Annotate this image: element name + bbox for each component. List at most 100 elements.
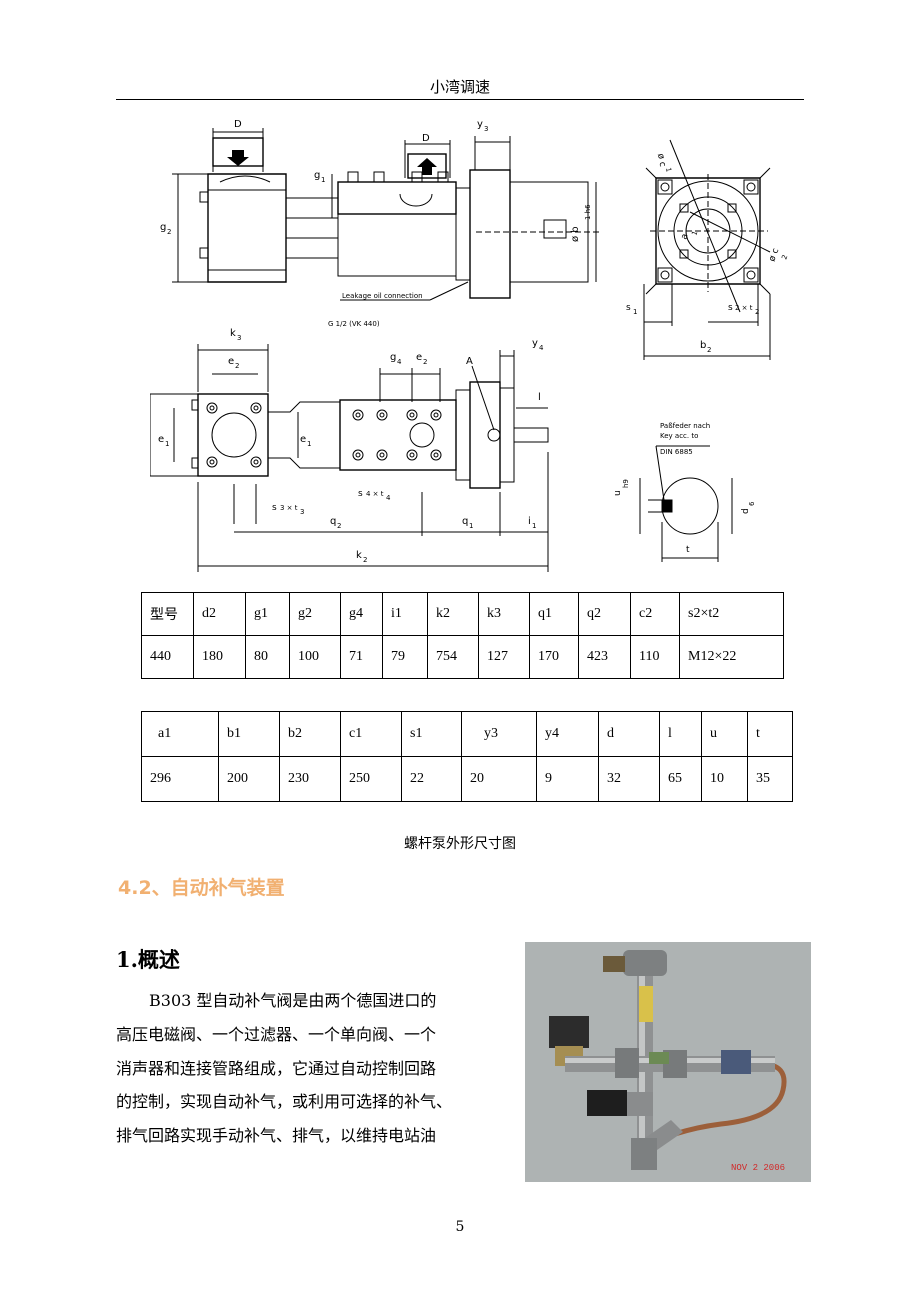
label-q1: q xyxy=(462,516,468,527)
table-row: 型号 d2 g1 g2 g4 i1 k2 k3 q1 q2 c2 s2×t2 xyxy=(141,592,784,636)
key-note-3: DIN 6885 xyxy=(660,448,693,456)
table-cell: q2 xyxy=(578,592,631,636)
page-number: 5 xyxy=(455,1219,465,1235)
table-cell: l xyxy=(659,711,702,757)
top-view: D g 2 g 1 D xyxy=(160,119,602,328)
table-cell: 65 xyxy=(659,756,702,802)
label-u-sub: h9 xyxy=(622,479,630,488)
label-e1-mid-sub: 1 xyxy=(307,440,311,448)
label-k2: k xyxy=(356,550,362,561)
table-row: 296 200 230 250 22 20 9 32 65 10 35 xyxy=(141,756,793,802)
label-q2-sub: 2 xyxy=(337,522,341,530)
label-k2-sub: 2 xyxy=(363,556,367,564)
label-q2: q xyxy=(330,516,336,527)
label-a1-sub: 1 xyxy=(690,230,699,237)
label-b1: ø b xyxy=(570,226,581,242)
label-D-right: D xyxy=(422,133,430,144)
table-cell: 200 xyxy=(218,756,280,802)
table-cell: g2 xyxy=(289,592,341,636)
label-y4: y xyxy=(532,338,538,349)
paragraph-line: 高压电磁阀、一个过滤器、一个单向阀、一个 xyxy=(116,1024,437,1044)
label-D-left: D xyxy=(234,119,242,130)
table-cell: 型号 xyxy=(141,592,194,636)
table-cell: 10 xyxy=(701,756,748,802)
side-view: k 3 e 2 g 4 xyxy=(150,328,549,572)
table-cell: b1 xyxy=(218,711,280,757)
section-heading: 4.2、自动补气装置 xyxy=(118,877,285,899)
table-cell: 100 xyxy=(289,635,341,679)
label-i1-sub: 1 xyxy=(532,522,536,530)
table-cell: 754 xyxy=(427,635,479,679)
table-cell: q1 xyxy=(529,592,579,636)
table-cell: d2 xyxy=(193,592,246,636)
label-g1-sub: 1 xyxy=(321,176,325,184)
paragraph-line: 的控制，实现自动补气，或利用可选择的补气、 xyxy=(116,1092,453,1112)
label-e2-right-sub: 2 xyxy=(423,358,427,366)
table-cell: 250 xyxy=(340,756,402,802)
thread-note: G 1/2 (VK 440) xyxy=(328,320,380,328)
table-cell: 35 xyxy=(747,756,793,802)
paragraph-line: 排气回路实现手动补气、排气，以维持电站油 xyxy=(116,1126,437,1146)
table-row: a1 b1 b2 c1 s1 y3 y4 d l u t xyxy=(141,711,793,757)
front-view: ø c 1 a 1 ø c 2 s 1 s 2 × t 2 b 2 xyxy=(626,139,789,360)
table-cell: t xyxy=(747,711,793,757)
label-s4t4-rest: 4 × t xyxy=(366,490,384,498)
table-cell: g1 xyxy=(245,592,290,636)
table-cell: 110 xyxy=(630,635,680,679)
paragraph-line: 消声器和连接管路组成，它通过自动控制回路 xyxy=(116,1058,437,1078)
table-cell: u xyxy=(701,711,748,757)
label-u: u xyxy=(613,490,623,496)
dimension-table-1: 型号 d2 g1 g2 g4 i1 k2 k3 q1 q2 c2 s2×t2 4… xyxy=(141,592,784,679)
screw-pump-dimension-drawing: D g 2 g 1 D xyxy=(150,119,789,572)
table-cell: 423 xyxy=(578,635,631,679)
table-cell: g4 xyxy=(340,592,383,636)
table-cell: b2 xyxy=(279,711,341,757)
label-e1-sub: 1 xyxy=(165,440,169,448)
paragraph-line: B303 型自动补气阀是由两个德国进口的 xyxy=(149,991,437,1010)
dimension-table-2: a1 b1 b2 c1 s1 y3 y4 d l u t 296 200 230… xyxy=(141,711,793,802)
label-c1-sub: 1 xyxy=(664,167,673,173)
table-cell: y4 xyxy=(536,711,599,757)
label-y3: y xyxy=(477,119,483,130)
label-d6: d xyxy=(741,508,751,514)
label-e2-left: e xyxy=(228,356,234,367)
table-cell: 79 xyxy=(382,635,428,679)
table-cell: 127 xyxy=(478,635,530,679)
date-stamp: NOV 2 2006 xyxy=(731,1163,785,1173)
table-cell: i1 xyxy=(382,592,428,636)
label-c2-sub: 2 xyxy=(780,254,789,261)
figure-caption: 螺杆泵外形尺寸图 xyxy=(404,836,516,852)
key-section-view: Paßfeder nach Key acc. to DIN 6885 u h9 … xyxy=(613,422,756,562)
label-g4-sub: 4 xyxy=(397,358,402,366)
outlet-arrow-icon xyxy=(417,158,437,175)
label-g4: g xyxy=(390,352,396,363)
table-cell: k3 xyxy=(478,592,530,636)
label-y3-sub: 3 xyxy=(484,125,488,133)
overview-paragraph: B303 型自动补气阀是由两个德国进口的 高压电磁阀、一个过滤器、一个单向阀、一… xyxy=(116,984,508,1153)
inlet-arrow-icon xyxy=(227,150,249,166)
label-k3: k xyxy=(230,328,236,339)
table-cell: 20 xyxy=(461,756,537,802)
label-k3-sub: 3 xyxy=(237,334,241,342)
label-i1: i xyxy=(528,516,531,527)
table-cell: 71 xyxy=(340,635,383,679)
table-cell: s2×t2 xyxy=(679,592,784,636)
table-cell: y3 xyxy=(461,711,537,757)
valve-assembly-photo: NOV 2 2006 xyxy=(525,942,811,1182)
label-g2-sub: 2 xyxy=(167,228,171,236)
table-cell: 80 xyxy=(245,635,290,679)
table-cell: c1 xyxy=(340,711,402,757)
table-cell: 180 xyxy=(193,635,246,679)
label-c1: ø c xyxy=(655,153,667,168)
table-cell: 440 xyxy=(141,635,194,679)
table-cell: 170 xyxy=(529,635,579,679)
table-cell: k2 xyxy=(427,592,479,636)
label-s4t4: s xyxy=(358,489,363,499)
label-e2-right: e xyxy=(416,352,422,363)
label-A: A xyxy=(466,356,473,367)
label-s4t4-sub: 4 xyxy=(386,494,391,502)
key-note-1: Paßfeder nach xyxy=(660,422,710,430)
label-s1: s xyxy=(626,303,631,313)
header-rule xyxy=(116,99,804,100)
label-c2: ø c xyxy=(767,247,781,263)
